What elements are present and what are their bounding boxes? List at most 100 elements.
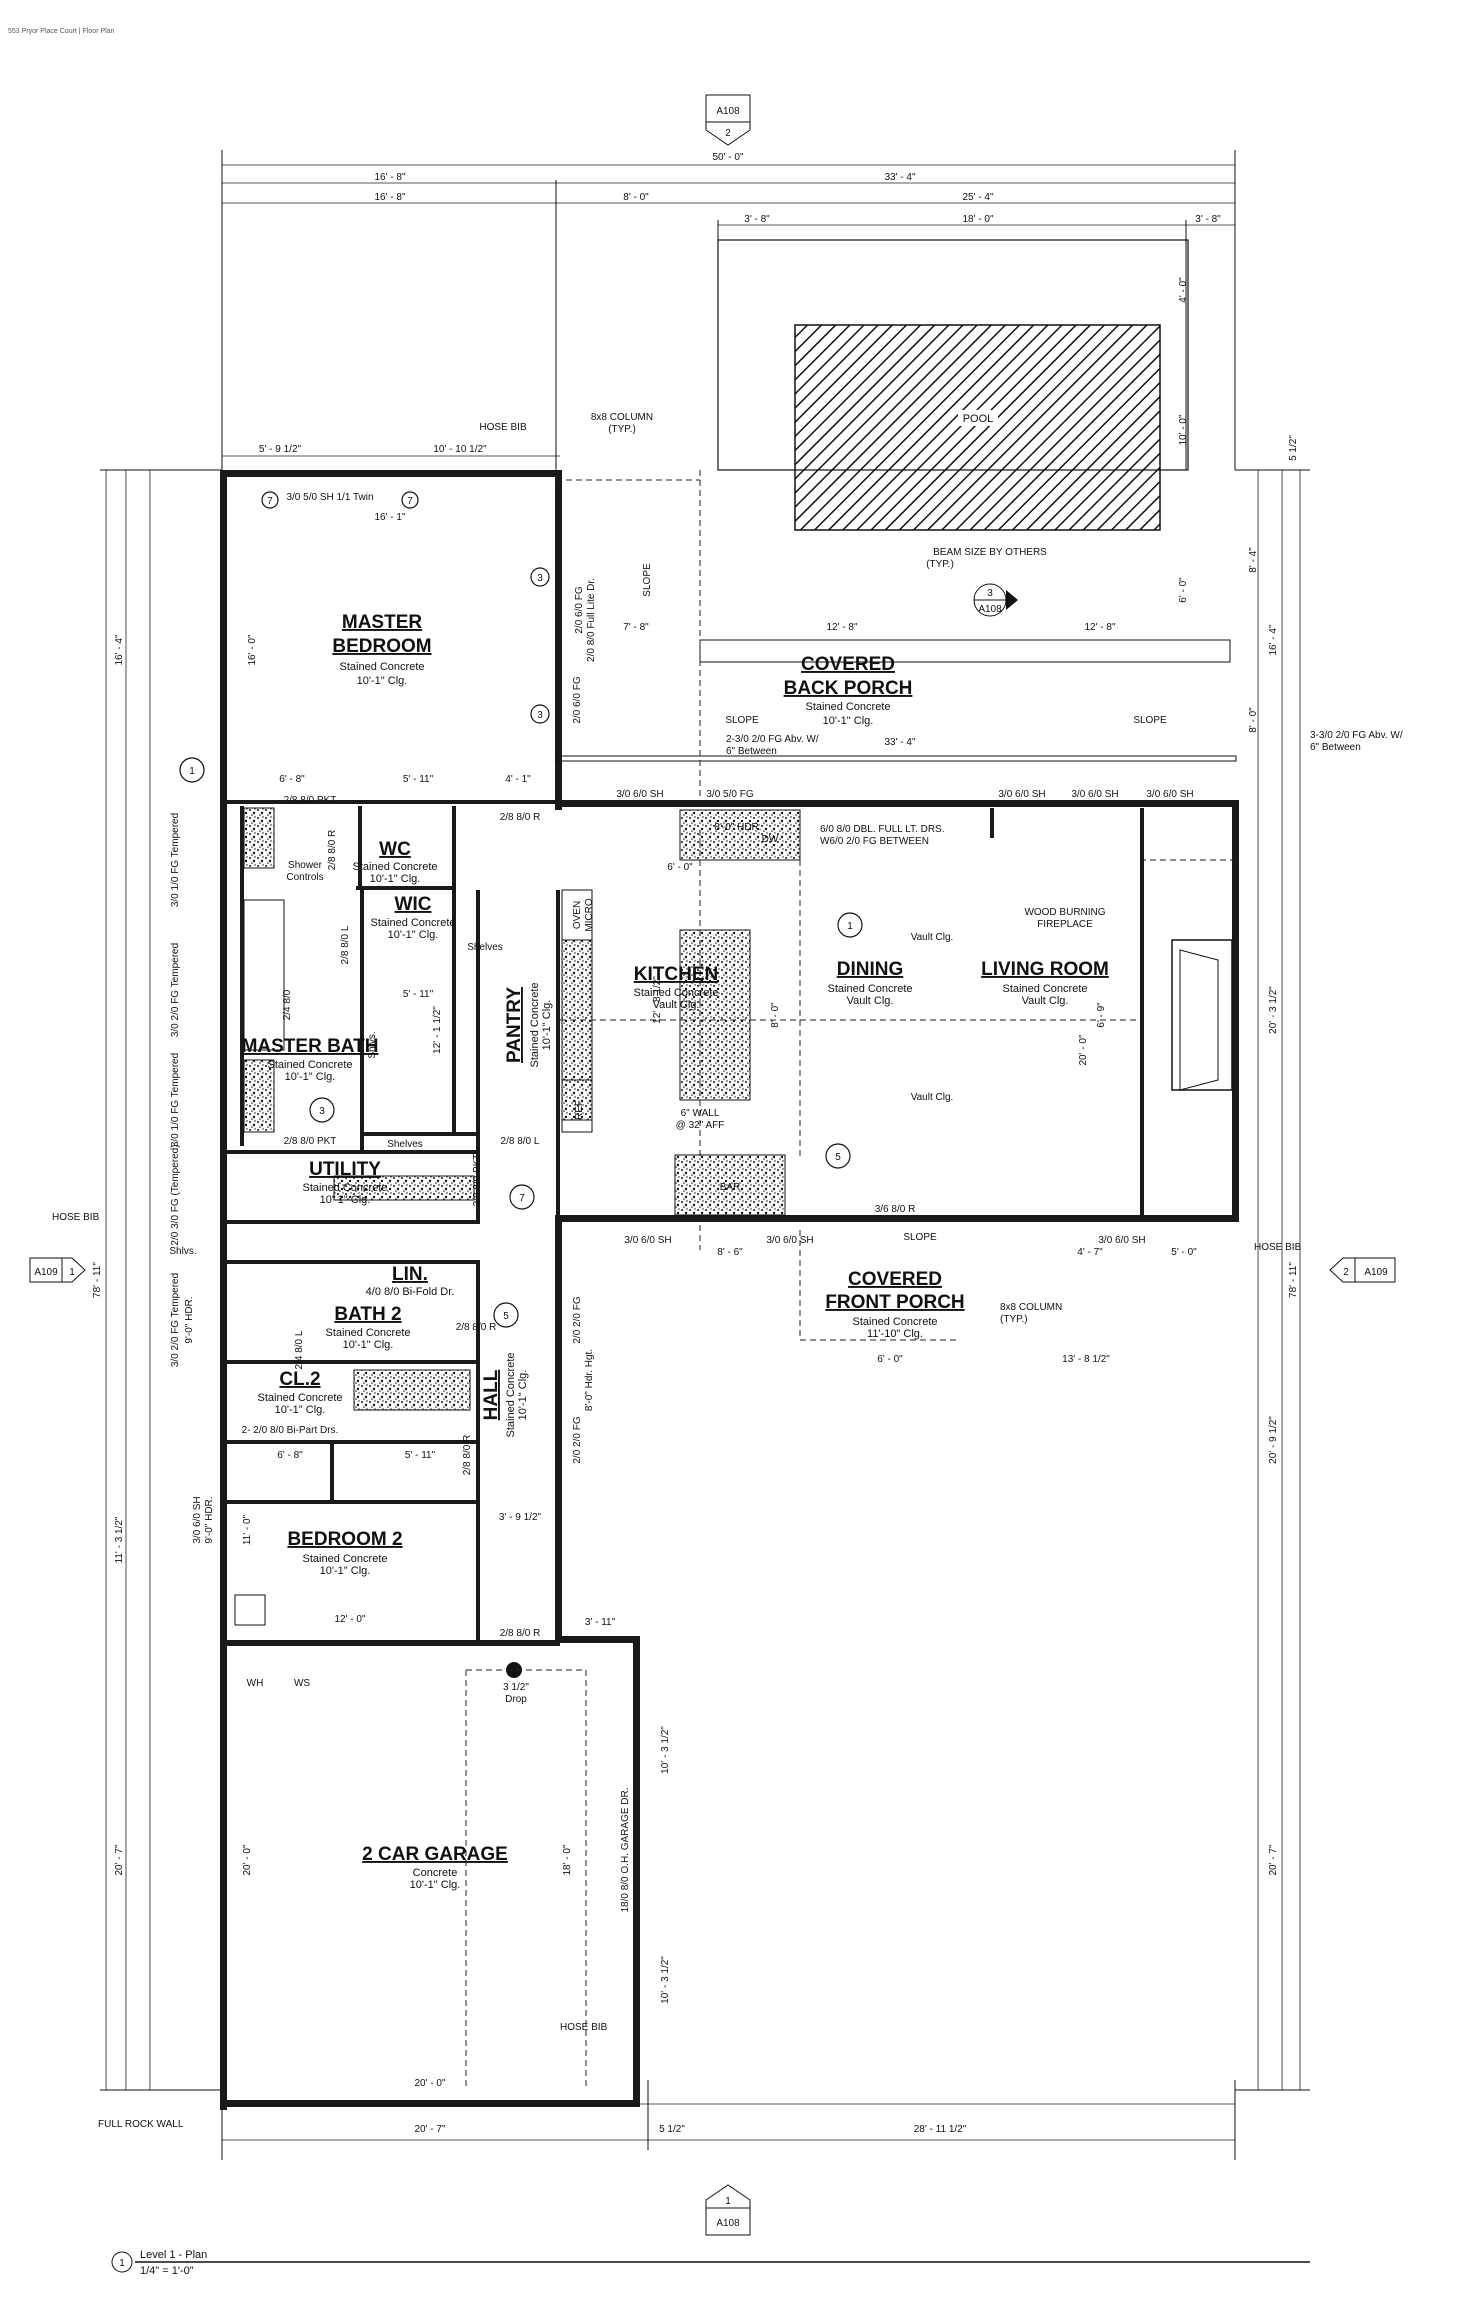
svg-text:Vault Clg.: Vault Clg. [847, 995, 894, 1007]
svg-text:6' - 8": 6' - 8" [279, 774, 305, 785]
dimension-text: 50' - 0" 16' - 8" 33' - 4" 16' - 8" 8' -… [92, 152, 1299, 2135]
svg-text:3/0 5/0 FG: 3/0 5/0 FG [706, 789, 753, 800]
svg-text:WC: WC [379, 839, 411, 860]
svg-text:HOSE BIB: HOSE BIB [1254, 1242, 1302, 1253]
svg-text:11' - 3 1/2": 11' - 3 1/2" [114, 1516, 125, 1563]
svg-text:Vault Clg.: Vault Clg. [653, 999, 700, 1011]
svg-text:5: 5 [835, 1152, 841, 1163]
svg-text:REF: REF [574, 1100, 585, 1120]
svg-text:10'-1" Clg.: 10'-1" Clg. [285, 1071, 336, 1083]
room-bedroom-2: BEDROOM 2 Stained Concrete 10'-1" Clg. [287, 1529, 402, 1577]
svg-text:5' - 11": 5' - 11" [403, 774, 434, 785]
svg-text:3/0 6/0 SH: 3/0 6/0 SH [1098, 1235, 1145, 1246]
svg-text:10' - 10 1/2": 10' - 10 1/2" [433, 444, 487, 455]
svg-text:Stained Concrete: Stained Concrete [303, 1182, 388, 1194]
svg-text:8' - 0": 8' - 0" [770, 1002, 781, 1028]
svg-text:10'-1" Clg.: 10'-1" Clg. [370, 873, 421, 885]
svg-text:9'-0" HDR.: 9'-0" HDR. [204, 1496, 215, 1543]
svg-text:1: 1 [119, 2258, 125, 2269]
svg-text:MICRO: MICRO [584, 898, 595, 932]
svg-text:PANTRY: PANTRY [504, 987, 525, 1063]
svg-text:3' - 8": 3' - 8" [744, 214, 770, 225]
svg-text:10'-1" Clg.: 10'-1" Clg. [343, 1339, 394, 1351]
svg-text:A108: A108 [716, 2218, 740, 2229]
svg-text:9'-0" HDR.: 9'-0" HDR. [184, 1296, 195, 1343]
svg-text:BACK PORCH: BACK PORCH [784, 678, 913, 699]
svg-text:Stained Concrete: Stained Concrete [353, 861, 438, 873]
svg-text:Stained Concrete: Stained Concrete [806, 701, 891, 713]
svg-text:1: 1 [189, 766, 195, 777]
pool-label: POOL [963, 413, 994, 425]
svg-text:6" Between: 6" Between [1310, 742, 1361, 753]
svg-text:10'-1" Clg.: 10'-1" Clg. [275, 1404, 326, 1416]
svg-text:2/8 8/0 PKT: 2/8 8/0 PKT [472, 1154, 483, 1207]
svg-text:10'-1" Clg.: 10'-1" Clg. [823, 715, 874, 727]
svg-text:28' - 11 1/2": 28' - 11 1/2" [914, 2124, 967, 2135]
svg-text:10'-1" Clg.: 10'-1" Clg. [357, 675, 408, 687]
svg-text:Stained Concrete: Stained Concrete [303, 1553, 388, 1565]
svg-text:4' - 1": 4' - 1" [505, 774, 531, 785]
svg-text:LIN.: LIN. [392, 1264, 428, 1285]
svg-text:WOOD BURNING: WOOD BURNING [1024, 907, 1105, 918]
svg-text:3' - 11": 3' - 11" [585, 1617, 616, 1628]
openings: 3/0 5/0 SH 1/1 Twin 2/0 6/0 FG 2/0 8/0 F… [170, 492, 1194, 1913]
svg-text:3/0 6/0 SH: 3/0 6/0 SH [998, 789, 1045, 800]
svg-text:12' - 8 1/2": 12' - 8 1/2" [652, 976, 663, 1024]
svg-text:3/0 6/0 SH: 3/0 6/0 SH [766, 1235, 813, 1246]
svg-text:10'-1" Clg.: 10'-1" Clg. [320, 1565, 371, 1577]
svg-text:2: 2 [725, 128, 731, 139]
svg-text:COVERED: COVERED [848, 1269, 942, 1290]
svg-text:2: 2 [1343, 1267, 1349, 1278]
svg-text:Stained Concrete: Stained Concrete [634, 987, 719, 999]
svg-text:12' - 8": 12' - 8" [826, 622, 857, 633]
svg-text:3' - 9 1/2": 3' - 9 1/2" [499, 1512, 542, 1523]
svg-text:16' - 0": 16' - 0" [247, 634, 258, 665]
svg-text:5: 5 [503, 1311, 509, 1322]
svg-text:BEDROOM: BEDROOM [332, 636, 431, 657]
svg-text:6" WALL: 6" WALL [681, 1108, 720, 1119]
svg-text:20' - 9 1/2": 20' - 9 1/2" [1268, 1416, 1279, 1464]
svg-text:HOSE BIB: HOSE BIB [560, 2022, 608, 2033]
svg-text:MASTER BATH: MASTER BATH [242, 1036, 379, 1057]
svg-text:Shower: Shower [288, 860, 323, 871]
section-marker-bottom: 1 A108 [705, 2184, 751, 2236]
svg-text:5' - 11": 5' - 11" [403, 989, 434, 1000]
svg-text:7: 7 [267, 496, 273, 507]
svg-text:5' - 0": 5' - 0" [1171, 1247, 1197, 1258]
svg-text:Drop: Drop [505, 1694, 527, 1705]
svg-text:2/8 8/0 R: 2/8 8/0 R [500, 1628, 541, 1639]
svg-text:8x8 COLUMN: 8x8 COLUMN [1000, 1302, 1062, 1313]
svg-text:HALL: HALL [481, 1369, 502, 1420]
room-living-room: LIVING ROOM Stained Concrete Vault Clg. [981, 959, 1109, 1007]
svg-text:10'-1" Clg.: 10'-1" Clg. [320, 1194, 371, 1206]
svg-text:LIVING ROOM: LIVING ROOM [981, 959, 1109, 980]
svg-text:7: 7 [407, 496, 413, 507]
svg-text:2/8 8/0 PKT: 2/8 8/0 PKT [284, 795, 337, 806]
svg-text:A109: A109 [34, 1267, 58, 1278]
svg-text:2-3/0 2/0 FG Abv. W/: 2-3/0 2/0 FG Abv. W/ [726, 734, 819, 745]
room-cl-2: CL.2 Stained Concrete 10'-1" Clg. [258, 1369, 343, 1416]
notes: HOSE BIB 8x8 COLUMN (TYP.) BEAM SIZE BY … [52, 412, 1403, 2130]
svg-text:Concrete: Concrete [413, 1867, 458, 1879]
svg-text:Shlvs.: Shlvs. [169, 1246, 196, 1257]
svg-text:BEAM SIZE BY OTHERS: BEAM SIZE BY OTHERS [933, 547, 1047, 558]
svg-text:6' - 0": 6' - 0" [1178, 577, 1189, 603]
svg-text:1: 1 [725, 2196, 731, 2207]
svg-text:18' - 0": 18' - 0" [562, 1844, 573, 1875]
svg-text:18' - 0": 18' - 0" [962, 214, 993, 225]
svg-text:78' - 11": 78' - 11" [92, 1262, 103, 1298]
svg-text:2/0 2/0 FG: 2/0 2/0 FG [572, 1416, 583, 1463]
svg-text:3: 3 [537, 710, 543, 721]
svg-text:Stained Concrete: Stained Concrete [326, 1327, 411, 1339]
svg-text:Stained Concrete: Stained Concrete [340, 661, 425, 673]
svg-text:3/0 6/0 SH: 3/0 6/0 SH [624, 1235, 671, 1246]
svg-text:FIREPLACE: FIREPLACE [1037, 919, 1093, 930]
room-master-bedroom: MASTER BEDROOM Stained Concrete 10'-1" C… [332, 612, 431, 687]
svg-text:1/4" = 1'-0": 1/4" = 1'-0" [140, 2265, 194, 2277]
room-master-bath: MASTER BATH Stained Concrete 10'-1" Clg. [242, 1036, 379, 1083]
svg-text:2/4 8/0 L: 2/4 8/0 L [294, 1330, 305, 1369]
svg-text:2/0 6/0 FG: 2/0 6/0 FG [574, 586, 585, 633]
header-note: 553 Pryor Place Court | Floor Plan [8, 28, 115, 35]
svg-text:2/8 8/0 R: 2/8 8/0 R [462, 1435, 473, 1476]
svg-text:3/0 2/0 FG Tempered: 3/0 2/0 FG Tempered [170, 1273, 181, 1367]
